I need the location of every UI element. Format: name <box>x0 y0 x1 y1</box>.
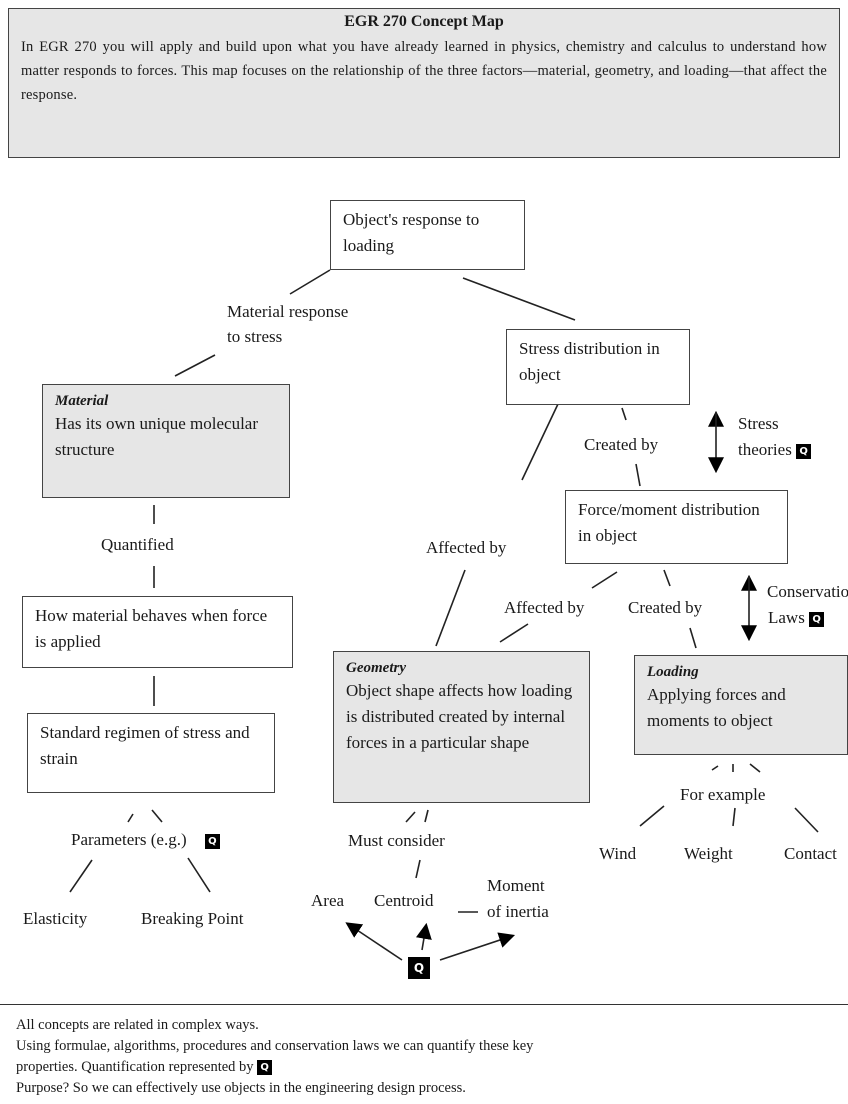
link-force-createdby2 <box>663 569 671 587</box>
label-created-by-1: Created by <box>584 435 659 454</box>
link-loading-example-a <box>711 765 719 771</box>
link-force-affected2 <box>591 571 618 589</box>
node-geometry: Geometry Object shape affects how loadin… <box>333 651 590 803</box>
link-geometry-must-a <box>405 811 416 823</box>
node-standard-regimen-text: Standard regimen of stress and strain <box>40 723 250 768</box>
label-theories: theories Q <box>738 438 812 462</box>
label-moment: Moment <box>487 876 545 895</box>
label-created-by-2: Created by <box>628 598 703 617</box>
label-area: Area <box>311 891 345 910</box>
label-centroid: Centroid <box>374 891 434 910</box>
footer-line-3-text: properties. Quantification represented b… <box>16 1059 254 1075</box>
arrow-q-moment <box>439 932 516 961</box>
label-wind: Wind <box>599 844 637 863</box>
footer-notes: All concepts are related in complex ways… <box>0 1004 848 1099</box>
node-object-response-text: Object's response to loading <box>343 210 480 255</box>
link-example-contact <box>794 807 819 833</box>
label-laws-text: Laws <box>768 608 805 627</box>
link-stress-affected <box>521 403 559 481</box>
node-object-response: Object's response to loading <box>330 200 525 270</box>
label-affected-by-1: Affected by <box>426 538 507 557</box>
node-stress-distribution-text: Stress distribution in object <box>519 339 660 384</box>
link-affected2-geometry <box>499 623 529 643</box>
link-example-weight <box>732 807 736 827</box>
label-stress: Stress <box>738 414 779 433</box>
link-label-material <box>174 354 216 377</box>
footer-line-3: properties. Quantification represented b… <box>16 1057 836 1078</box>
label-laws: Laws Q <box>768 606 825 630</box>
link-param-breaking <box>187 857 211 893</box>
node-material-title: Material <box>55 393 109 409</box>
label-parameters-text: Parameters (e.g.) <box>71 830 187 849</box>
node-force-distribution-text: Force/moment distribution in object <box>578 500 760 545</box>
node-loading: Loading Applying forces and moments to o… <box>634 655 848 755</box>
quantification-icon: Q <box>257 1060 273 1076</box>
link-must-centroid <box>415 859 421 879</box>
label-affected-by-2: Affected by <box>504 598 585 617</box>
node-loading-body: Applying forces and moments to object <box>647 685 786 730</box>
label-breaking-point: Breaking Point <box>141 909 244 928</box>
quantification-icon: Q <box>809 611 825 627</box>
label-material-response: Material response <box>227 302 349 321</box>
intro-box: EGR 270 Concept Map In EGR 270 you will … <box>8 8 840 158</box>
link-example-wind <box>639 805 665 827</box>
label-for-example: For example <box>680 785 766 804</box>
quantification-icon: Q <box>204 833 220 849</box>
link-affected-geometry <box>435 569 466 647</box>
quantification-icon: Q <box>796 443 812 459</box>
label-parameters: Parameters (e.g.) Q <box>71 828 220 852</box>
label-of-inertia: of inertia <box>487 902 549 921</box>
arrow-q-area <box>345 922 403 961</box>
node-geometry-title: Geometry <box>346 660 406 676</box>
label-contact: Contact <box>784 844 837 863</box>
node-loading-title: Loading <box>647 664 699 680</box>
link-param-elasticity <box>69 859 93 893</box>
label-must-consider: Must consider <box>348 831 445 850</box>
node-force-distribution: Force/moment distribution in object <box>565 490 788 564</box>
label-weight: Weight <box>684 844 733 863</box>
arrow-q-centroid <box>416 922 432 951</box>
link-stress-createdby <box>621 407 627 421</box>
link-regimen-param-b <box>151 809 163 823</box>
link-regimen-param-a <box>127 813 134 823</box>
label-theories-text: theories <box>738 440 792 459</box>
label-elasticity: Elasticity <box>23 909 88 928</box>
link-root-stress <box>462 277 576 321</box>
link-createdby2-loading <box>689 627 697 649</box>
page-title: EGR 270 Concept Map <box>344 13 504 30</box>
quantification-icon: Q <box>408 957 430 979</box>
link-loading-example-c <box>749 763 761 773</box>
node-standard-regimen: Standard regimen of stress and strain <box>27 713 275 793</box>
quantification-icon-geometry: Q <box>408 957 430 979</box>
label-quantified: Quantified <box>101 535 174 554</box>
label-to-stress: to stress <box>227 327 283 346</box>
node-material-behaves: How material behaves when force is appli… <box>22 596 293 668</box>
footer-line-2: Using formulae, algorithms, procedures a… <box>16 1038 534 1054</box>
node-stress-distribution: Stress distribution in object <box>506 329 690 405</box>
node-geometry-body: Object shape affects how loading is dist… <box>346 681 573 752</box>
footer-line-4: Purpose? So we can effectively use objec… <box>16 1080 466 1096</box>
link-createdby-force <box>635 463 641 487</box>
node-material-body: Has its own unique molecular structure <box>55 414 259 459</box>
footer-line-1: All concepts are related in complex ways… <box>16 1017 259 1033</box>
node-material: Material Has its own unique molecular st… <box>42 384 290 498</box>
link-geometry-must-b <box>424 809 429 823</box>
label-conservation: Conservation <box>767 582 848 601</box>
intro-text: In EGR 270 you will apply and build upon… <box>21 39 827 103</box>
link-root-material-label <box>289 269 331 295</box>
node-material-behaves-text: How material behaves when force is appli… <box>35 606 268 651</box>
